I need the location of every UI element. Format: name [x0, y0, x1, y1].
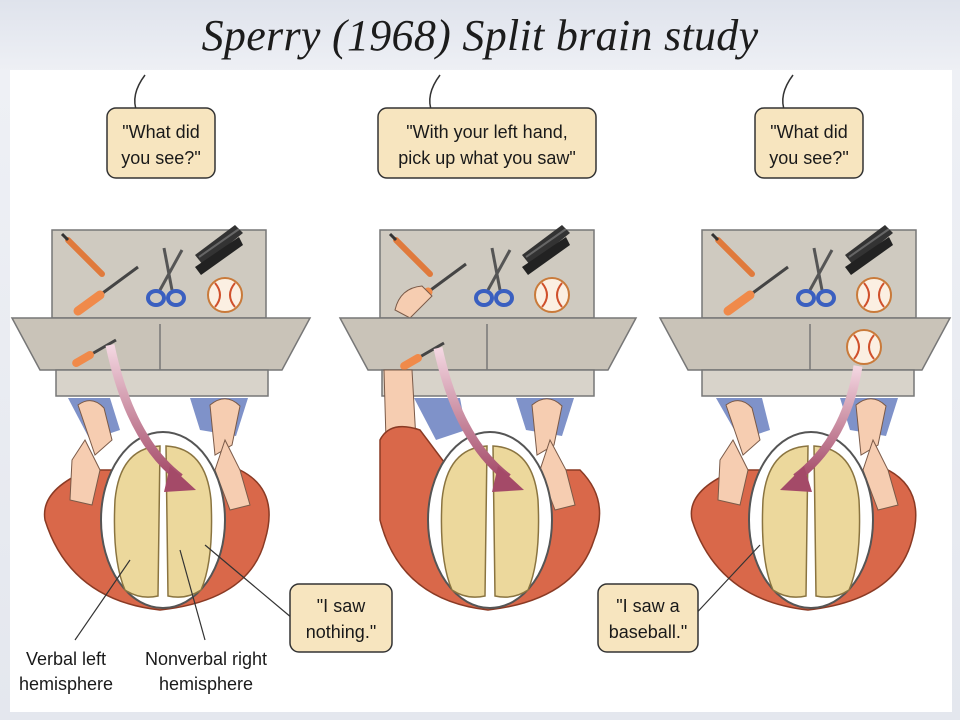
question-bubble-3	[754, 107, 864, 179]
baseball-icon	[856, 277, 892, 313]
baseball-icon	[846, 329, 882, 365]
scene-2: "With your left hand, pick up what you s…	[338, 74, 638, 611]
scene-1: "What did you see?"	[10, 74, 312, 641]
left-hemisphere-label-line-1: Verbal left	[26, 649, 106, 669]
right-hemisphere-3	[813, 445, 861, 598]
response-bubble-baseball	[597, 583, 699, 653]
question-1-line-1: "What did	[122, 122, 199, 142]
right-hemisphere-label-line-1: Nonverbal right	[145, 649, 267, 669]
screwdriver-icon	[72, 338, 117, 367]
question-2-line-1: "With your left hand,	[406, 122, 567, 142]
left-hemisphere-label-line-2: hemisphere	[19, 674, 113, 694]
response-bubble-nothing	[289, 583, 393, 653]
page-title: Sperry (1968) Split brain study	[201, 11, 759, 60]
scene-3: "What did you see?"	[658, 74, 952, 621]
response-2-line-2: baseball."	[609, 622, 687, 642]
visual-path-arrow-3	[793, 365, 863, 482]
right-hemisphere-label-line-2: hemisphere	[159, 674, 253, 694]
question-3-line-2: you see?"	[769, 148, 848, 168]
table-front-1	[10, 317, 312, 371]
left-hemisphere-2	[440, 445, 488, 598]
question-1-line-2: you see?"	[121, 148, 200, 168]
question-2-line-2: pick up what you saw"	[398, 148, 575, 168]
baseball-icon	[207, 277, 243, 313]
response-2-line-1: "I saw a	[616, 596, 680, 616]
response-1-line-1: "I saw	[317, 596, 366, 616]
left-hemisphere-1	[113, 445, 161, 598]
table-front-3	[658, 317, 952, 371]
visual-path-arrow-1	[105, 344, 183, 482]
question-3-line-1: "What did	[770, 122, 847, 142]
table-front-2	[338, 317, 638, 371]
question-bubble-2	[377, 107, 597, 179]
question-bubble-1	[106, 107, 216, 179]
visual-path-arrow-2	[433, 347, 511, 482]
response-1-line-2: nothing."	[306, 622, 376, 642]
baseball-icon	[534, 277, 570, 313]
screwdriver-icon	[400, 341, 445, 370]
